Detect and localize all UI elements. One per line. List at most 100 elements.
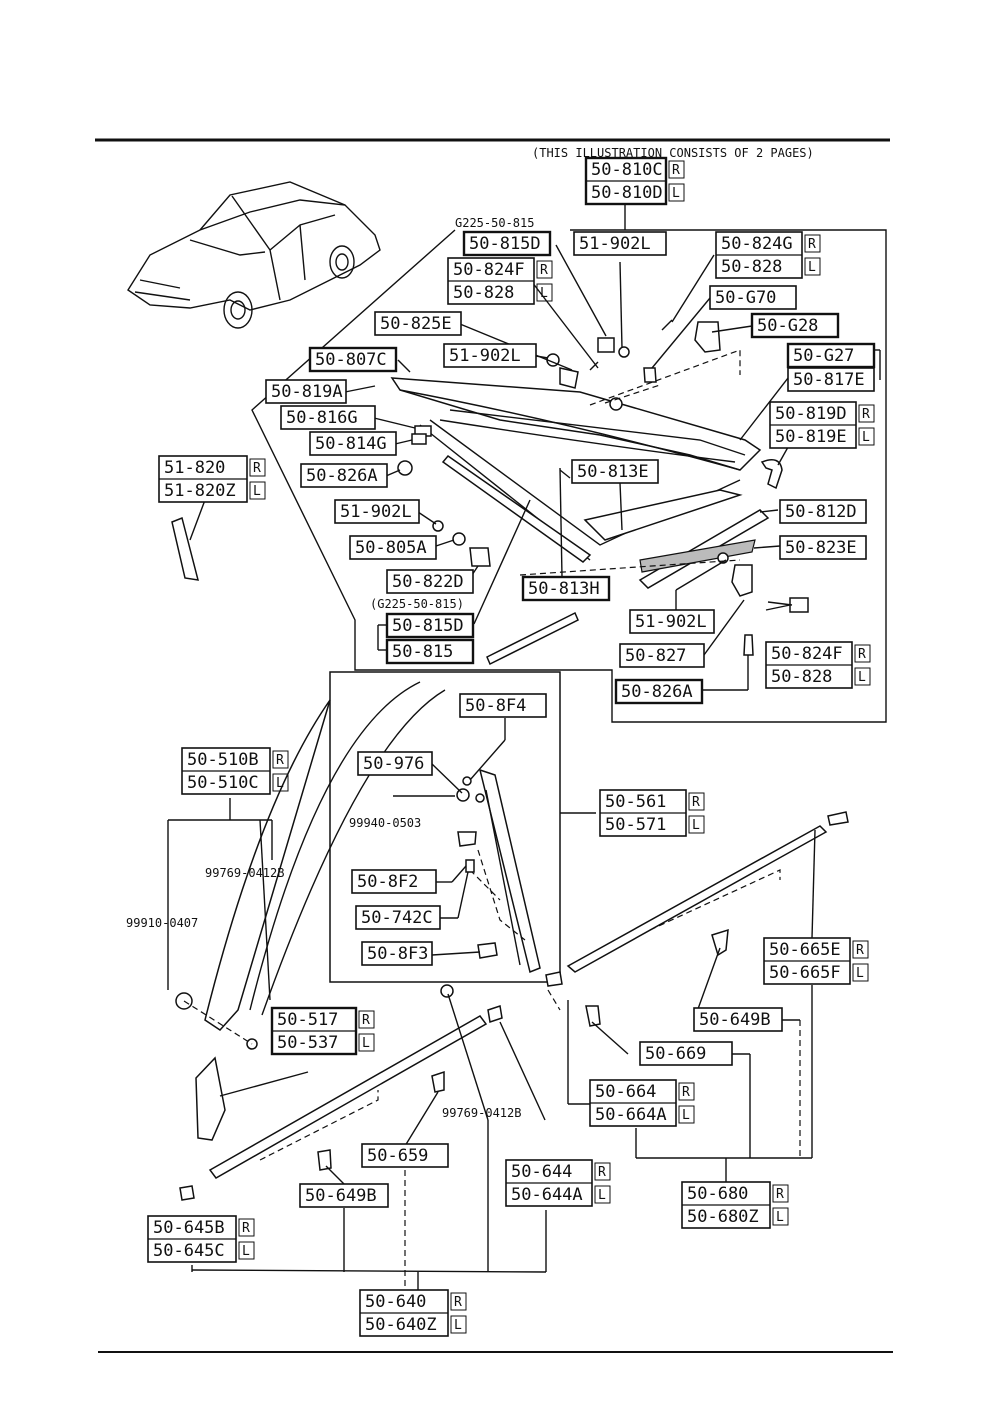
part-number: 50-644A [511,1185,583,1205]
part-number: 50-510B [187,750,259,770]
side-mark: R [682,1085,690,1100]
callout-box [709,285,797,310]
callout-box [265,379,347,404]
callout-50-807c: 50-807C [308,346,398,373]
part-number: 51-902L [635,612,707,632]
callout-box [308,346,398,373]
callout-box [361,941,433,966]
callout-box [280,405,376,430]
callout-50-659: 50-659 [361,1143,449,1168]
ref-number-top: G225-50-815 [455,216,534,230]
callout-box [299,1183,389,1208]
part-number: 51-902L [449,346,521,366]
callout-box [357,751,433,776]
callout-50-823e: 50-823E [779,535,867,560]
callout-box [334,499,420,524]
front-pillar-moulding [175,681,446,1141]
side-mark: L [276,776,284,791]
callout-box [614,678,704,705]
door-sash-assembly [171,319,809,666]
callout-50-8f3: 50-8F3 [361,941,433,966]
side-mark: L [856,966,864,981]
part-number: 50-680Z [687,1207,759,1227]
side-mark: L [672,186,680,201]
part-number: 50-824F [771,644,843,664]
part-number: 50-825E [380,314,452,334]
part-number: 50-537 [277,1033,338,1053]
part-number: 50-815D [392,616,464,636]
part-number: 50-812D [785,502,857,522]
callout-51-902l: 51-902L [334,499,420,524]
part-number: 50-742C [361,908,433,928]
part-number: 50-807C [315,350,387,370]
part-number: 50-510C [187,773,259,793]
callout-box [787,367,875,392]
part-number: 50-659 [367,1146,428,1166]
callout-box [573,231,667,256]
callout-50-817e: 50-817E [787,367,875,392]
ref-number-mid: (G225-50-815) [370,597,464,611]
callout-50-742c: 50-742C [355,905,441,930]
part-number: 50-G28 [757,316,818,336]
callout-box [443,343,537,368]
part-number: 50-828 [721,257,782,277]
side-mark: R [858,647,866,662]
part-number: 50-640Z [365,1315,437,1335]
part-number: 50-810D [591,183,663,203]
callout-50-g70: 50-G70 [709,285,797,310]
part-number: 50-665F [769,963,841,983]
part-number: 50-815 [392,642,453,662]
assembly-frame-top [251,205,887,723]
part-number: 50-8F2 [357,872,418,892]
part-number: 50-824G [721,234,793,254]
part-number: 50-8F4 [465,696,526,716]
callout-box [355,905,441,930]
part-number: 50-814G [315,434,387,454]
side-mark: L [862,430,870,445]
callout-50-805a: 50-805A [349,535,437,560]
part-number: 50-571 [605,815,666,835]
side-mark: R [692,795,700,810]
side-mark: R [598,1165,606,1180]
callout-50-822d: 50-822D [386,569,474,594]
part-number: 50-827 [625,646,686,666]
callout-50-g28: 50-G28 [750,312,840,339]
part-number: 51-902L [340,502,412,522]
part-number: 50-645B [153,1218,225,1238]
callout-50-815d: 50-815D [462,230,552,257]
part-number: 51-820Z [164,481,236,501]
part-label-99769-0412b-lower: 99769-0412B [442,1106,521,1120]
side-mark: L [858,670,866,685]
part-number: 50-664A [595,1105,667,1125]
part-number: 50-680 [687,1184,748,1204]
callout-50-826a: 50-826A [300,463,388,488]
part-number: 50-G70 [715,288,776,308]
callout-box [385,612,475,639]
callout-box [619,643,705,668]
callout-box [779,499,867,524]
part-number: 50-561 [605,792,666,812]
part-number: 50-664 [595,1082,656,1102]
callout-box [309,431,397,456]
part-number: 50-817E [793,370,865,390]
callout-50-g27: 50-G27 [786,342,876,369]
part-number: 50-976 [363,754,424,774]
part-number: 50-816G [286,408,358,428]
callout-box [693,1007,783,1032]
side-mark: R [862,407,870,422]
callout-box [385,638,475,665]
callout-50-669: 50-669 [639,1041,733,1066]
callout-box [300,463,388,488]
side-mark: L [776,1210,784,1225]
side-mark: L [242,1244,250,1259]
callout-50-813h: 50-813H [521,575,611,602]
